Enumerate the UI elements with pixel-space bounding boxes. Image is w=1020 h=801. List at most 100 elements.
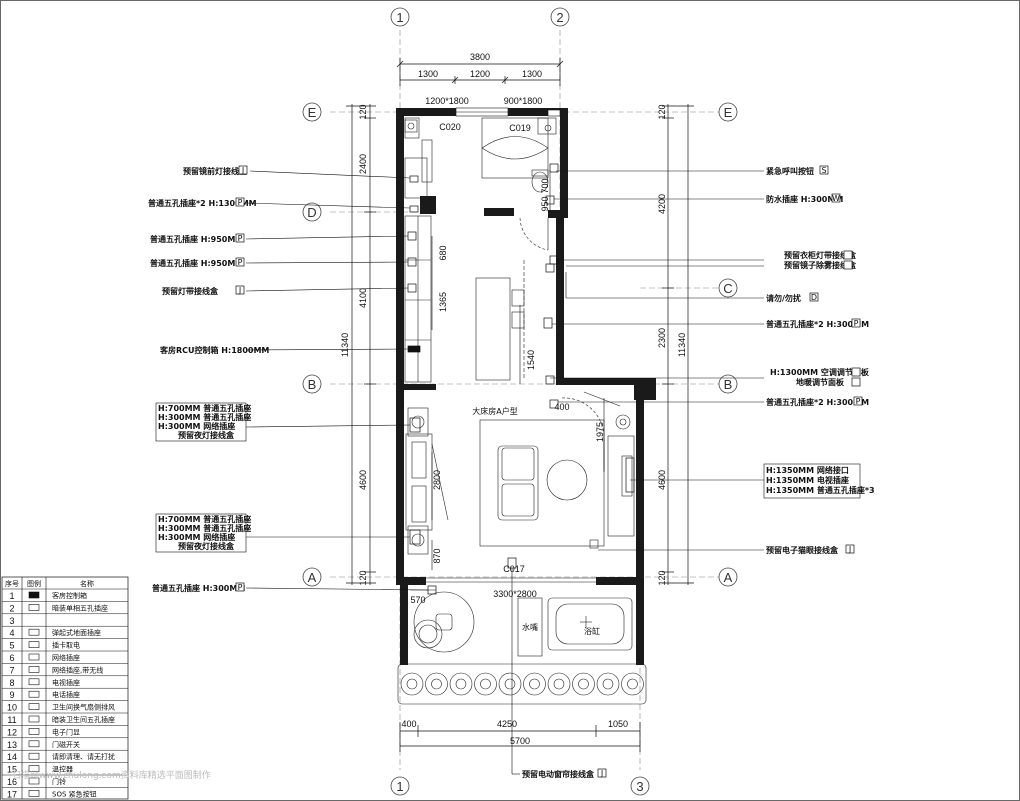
bathroom-fixtures [404, 117, 557, 251]
planter-center-icon [455, 678, 467, 690]
wardrobe [404, 215, 525, 383]
legend-row-number: 12 [7, 727, 17, 737]
callout-left-2: 普通五孔插座*2 H:1300MM P [148, 197, 257, 208]
legend-row-name: 门铃 [52, 777, 66, 786]
legend-row-number: 1 [9, 591, 14, 601]
axis-bubble-right-C: C [718, 278, 738, 298]
legend-row-name: 网络插座,带无线 [52, 665, 103, 674]
legend-row-name: 门磁开关 [52, 740, 80, 749]
legend-symbol-icon [28, 790, 40, 797]
legend-row-name: 温控器 [52, 765, 73, 774]
svg-text:A: A [308, 570, 317, 585]
legend-row-name: 客房控制箱 [52, 591, 87, 600]
legend-symbol-icon [28, 591, 40, 599]
window-top-right [547, 109, 561, 117]
dim-bottom-part-2: 4250 [497, 719, 517, 729]
callout-right-5: 普通五孔插座*2 H:300MM P [766, 318, 869, 329]
legend-symbol-icon [28, 628, 40, 636]
legend-row-name: 弹起式地面插座 [52, 628, 101, 637]
dim-left-4600: 4600 [358, 470, 368, 490]
legend-row-number: 5 [9, 641, 14, 651]
svg-text:普通五孔插座 H:300MM: 普通五孔插座 H:300MM [152, 583, 245, 593]
callout-left-7: H:700MM 普通五孔插座 H:300MM 普通五孔插座 H:300MM 网络… [155, 402, 251, 442]
callout-left-3: 普通五孔插座 H:950MM P [150, 233, 245, 244]
planter-center-icon [431, 678, 442, 690]
window-balcony [426, 577, 596, 583]
legend-row-number: 2 [9, 603, 14, 613]
window-code-1: C020 [439, 122, 461, 132]
dimension-right [662, 104, 694, 585]
dimension-bottom [399, 722, 641, 752]
svg-text:H:300MM 普通五孔插座: H:300MM 普通五孔插座 [158, 412, 251, 422]
inner-dim-950: 950 [540, 196, 550, 211]
dim-right-120-top: 120 [657, 104, 667, 119]
svg-text:C: C [723, 281, 732, 296]
dim-bottom-part-1: 400 [401, 719, 416, 729]
svg-text:H:300MM 普通五孔插座: H:300MM 普通五孔插座 [158, 523, 251, 533]
axis-bubble-left-A: A [302, 567, 322, 587]
planter-center-icon [553, 678, 565, 690]
dim-left-4100: 4100 [358, 288, 368, 308]
window-code-3: C017 [503, 564, 525, 574]
svg-text:普通五孔插座*2 H:300MM: 普通五孔插座*2 H:300MM [766, 319, 869, 329]
legend-row-number: 7 [9, 665, 14, 675]
legend-symbol-icon [28, 752, 40, 760]
dimension-top [396, 58, 564, 86]
legend-row-number: 13 [7, 740, 17, 750]
svg-text:J: J [238, 286, 241, 295]
legend-row-number: 8 [9, 678, 14, 688]
planter-shrub-icon [621, 672, 644, 696]
planter-center-icon [504, 678, 516, 690]
dim-left-2400: 2400 [358, 154, 368, 174]
dim-top-part-1: 1300 [418, 69, 438, 79]
inner-dim-2800: 2800 [432, 470, 442, 490]
legend-row-number: 11 [7, 715, 16, 725]
legend-symbol-icon [28, 653, 40, 661]
planter-shrub-icon [474, 672, 497, 696]
planter-center-icon [529, 678, 540, 690]
svg-text:H:300MM 网络插座: H:300MM 网络插座 [158, 421, 235, 431]
inner-dim-1540: 1540 [526, 350, 536, 370]
planter-shrub-icon [449, 672, 473, 696]
axis-bubble-left-D: D [302, 202, 322, 222]
legend-row-number: 15 [7, 765, 17, 775]
svg-text:E: E [724, 105, 733, 120]
callout-left-1: 预留镜前灯接线盒 J [183, 165, 248, 176]
legend-row-name: 网络插座 [52, 653, 80, 662]
dim-left-120-top: 120 [358, 104, 368, 119]
legend-row-name: SOS 紧急按钮 [52, 789, 97, 798]
svg-text:S: S [821, 166, 826, 175]
axis-bubble-right-E: E [718, 102, 738, 122]
svg-text:普通五孔插座 H:950MM: 普通五孔插座 H:950MM [150, 234, 243, 244]
axis-bubble-right-B: B [718, 374, 738, 394]
legend-symbol-icon [28, 765, 40, 772]
svg-text:预留灯带接线盒: 预留灯带接线盒 [162, 286, 219, 296]
legend-row-number: 14 [7, 752, 17, 762]
inner-dim-870: 870 [432, 548, 442, 563]
svg-text:H:1300MM 空调调节面板: H:1300MM 空调调节面板 [770, 367, 870, 377]
svg-text:H:1350MM 网络接口: H:1350MM 网络接口 [766, 465, 849, 475]
inner-dim-570: 570 [410, 595, 425, 605]
dim-right-120-bottom: 120 [657, 570, 667, 585]
svg-text:P: P [238, 234, 243, 243]
legend-row-number: 16 [7, 777, 17, 787]
legend-row-number: 17 [7, 789, 17, 799]
dim-left-120-bottom: 120 [358, 570, 368, 585]
window-top [455, 107, 509, 117]
svg-text:B: B [724, 377, 733, 392]
planter-center-icon [578, 678, 589, 690]
legend-symbol-icon [28, 666, 40, 673]
svg-text:H:300MM 网络插座: H:300MM 网络插座 [158, 532, 235, 542]
dim-left-total: 11340 [340, 333, 350, 357]
planter-shrub-icon [400, 672, 424, 696]
svg-text:普通五孔插座*2 H:1300MM: 普通五孔插座*2 H:1300MM [148, 198, 257, 208]
svg-text:J: J [600, 769, 603, 778]
legend-row-number: 4 [9, 628, 14, 638]
window-size-2: 900*1800 [504, 96, 543, 106]
callout-right-1: 紧急呼叫按钮 S [766, 165, 829, 176]
legend-row-name: 插卡取电 [52, 641, 80, 650]
bath-tap-label: 水嘴 [522, 622, 538, 632]
legend-symbol-icon [28, 690, 40, 698]
